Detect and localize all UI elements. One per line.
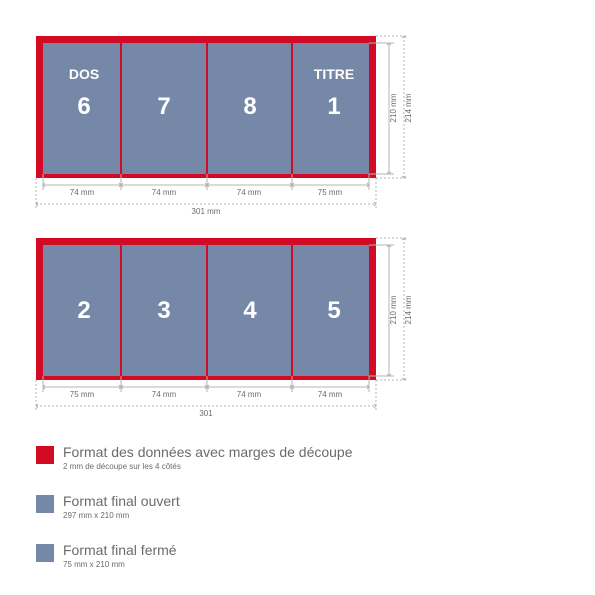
inside-height-inner-label: 210 mm: [389, 295, 398, 324]
outside-panel-label: TITRE: [314, 66, 354, 82]
inside-panel-1: [43, 245, 120, 376]
outside-panel-width-label: 75 mm: [318, 188, 343, 197]
legend-title: Format des données avec marges de découp…: [63, 444, 353, 460]
legend-subtitle: 297 mm x 210 mm: [63, 511, 130, 520]
outside-panel-number: 6: [77, 93, 90, 120]
outside-panel-width-label: 74 mm: [237, 188, 262, 197]
outside-panel-2: [122, 43, 206, 174]
legend-subtitle: 2 mm de découpe sur les 4 côtés: [63, 462, 181, 471]
outside-panel-4: [293, 43, 369, 174]
outside-panel-width-label: 74 mm: [152, 188, 177, 197]
inside-panel-2: [122, 245, 206, 376]
outside-panel-number: 7: [157, 93, 170, 120]
inside-panel-number: 3: [157, 297, 170, 324]
panel-swatch: [36, 495, 54, 513]
inside-panel-number: 4: [243, 297, 257, 324]
legend-title: Format final ouvert: [63, 493, 180, 509]
inside-panel-width-label: 75 mm: [70, 390, 95, 399]
inside-panel-4: [293, 245, 369, 376]
inside-panel-width-dimensions: [42, 376, 370, 392]
inside-panel-number: 2: [77, 297, 90, 324]
outside-panel-number: 8: [243, 93, 256, 120]
outside-height-inner-label: 210 mm: [389, 93, 398, 122]
inside-panel-3: [208, 245, 291, 376]
inside-panel-width-label: 74 mm: [237, 390, 262, 399]
inside-height-outer-label: 214 mm: [404, 295, 413, 324]
outside-panel-number: 1: [327, 93, 340, 120]
inside-height-dimensions: [369, 237, 408, 381]
inside-total-width-label: 301: [199, 409, 213, 418]
inside-panel-number: 5: [327, 297, 340, 324]
inside-spread: 2 3 4 5 75 mm 74 mm 74 mm 74 mm 301: [35, 237, 413, 418]
outside-panel-3: [208, 43, 291, 174]
panel-swatch: [36, 544, 54, 562]
inside-total-width-dimension: [35, 380, 377, 410]
legend-title: Format final fermé: [63, 542, 177, 558]
outside-height-dimensions: [369, 35, 408, 179]
outside-height-outer-label: 214 mm: [404, 93, 413, 122]
inside-panel-width-label: 74 mm: [152, 390, 177, 399]
outside-total-width-dimension: [35, 178, 377, 208]
bleed-swatch: [36, 446, 54, 464]
outside-panel-label: DOS: [69, 66, 99, 82]
outside-spread: DOS TITRE 6 7 8 1 74 mm 74 mm 74 mm 75 m…: [35, 35, 413, 216]
legend-subtitle: 75 mm x 210 mm: [63, 560, 125, 569]
outside-panel-width-label: 74 mm: [70, 188, 95, 197]
outside-panel-width-dimensions: [42, 174, 370, 190]
outside-total-width-label: 301 mm: [192, 207, 221, 216]
outside-panel-1: [43, 43, 120, 174]
inside-panel-width-label: 74 mm: [318, 390, 343, 399]
